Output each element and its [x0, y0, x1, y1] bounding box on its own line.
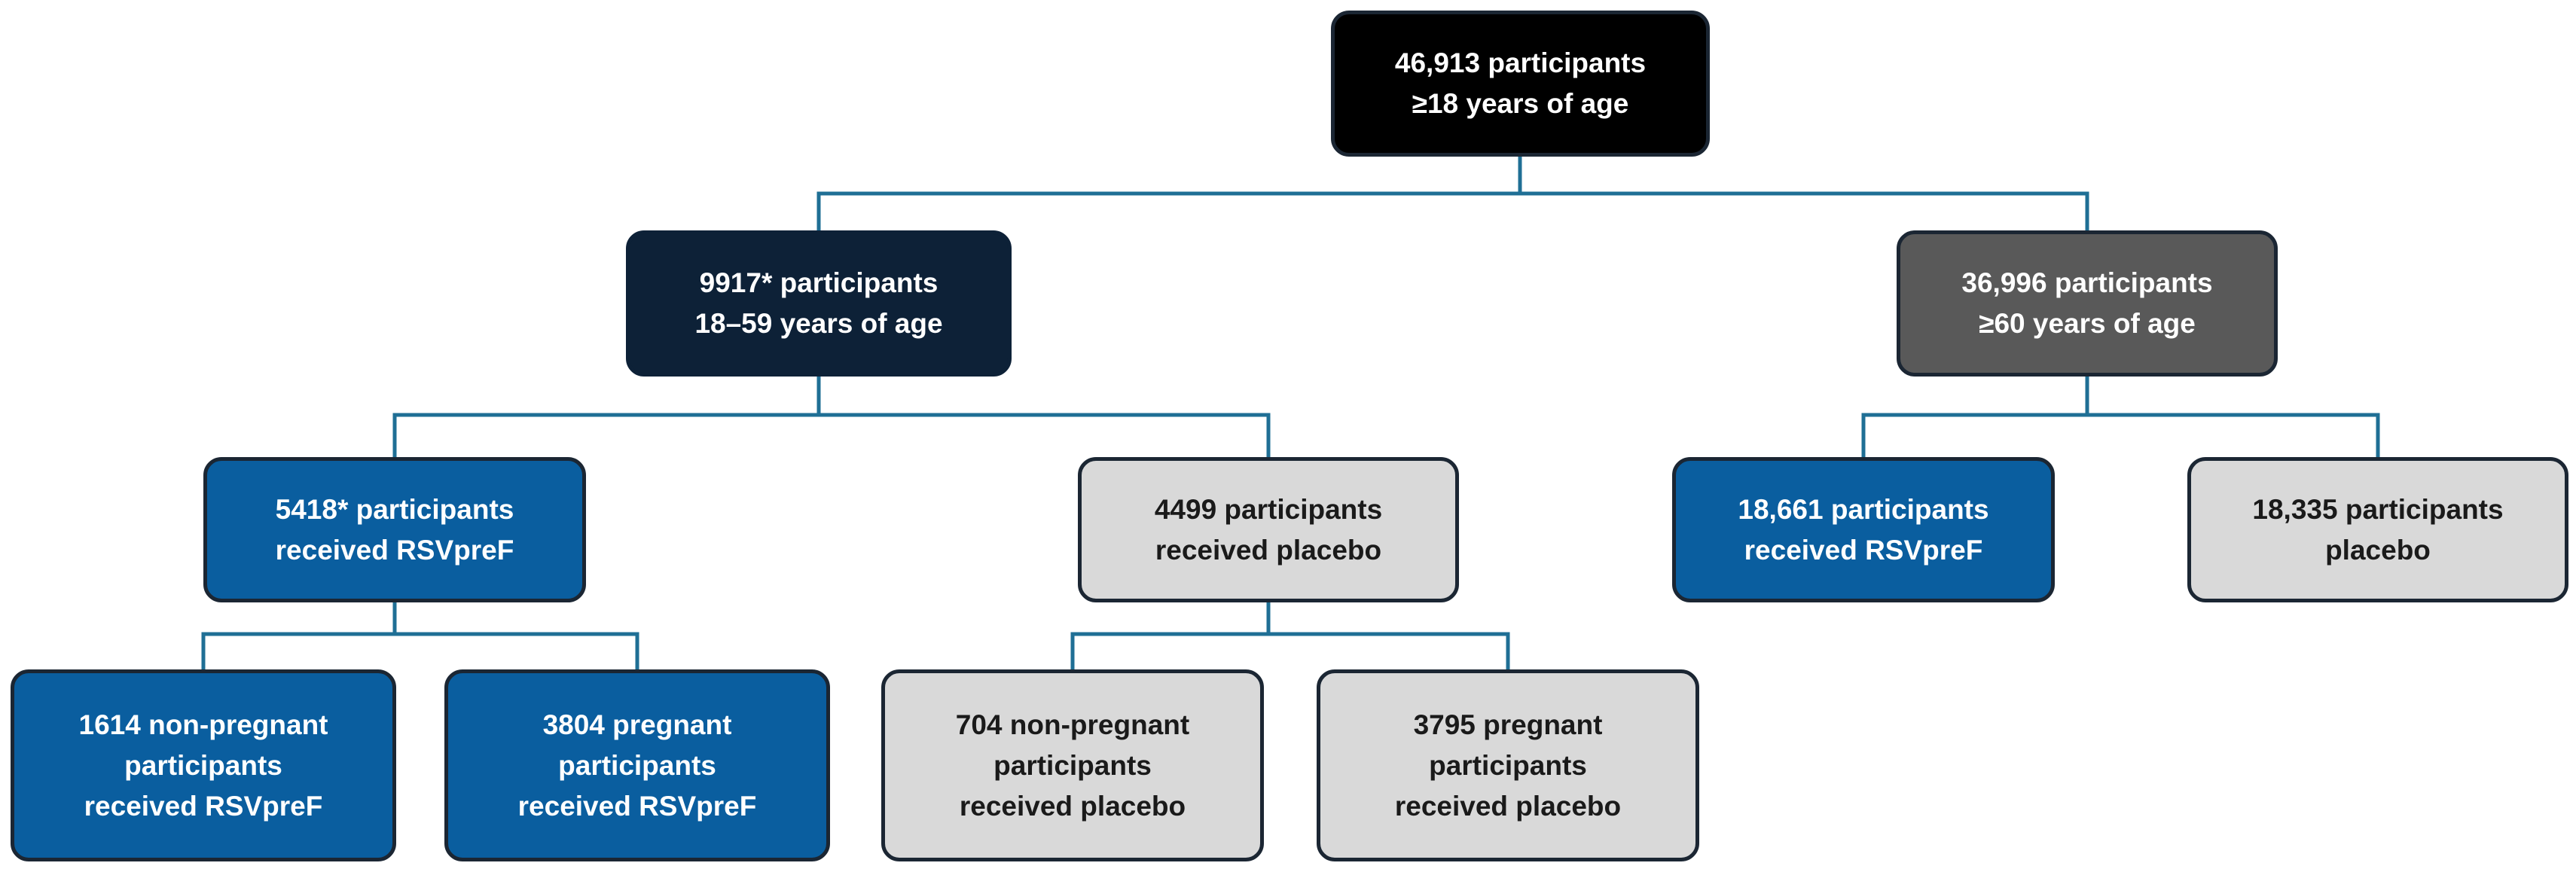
- node-line: received RSVpreF: [275, 534, 514, 566]
- node-line: 3804 pregnant: [542, 709, 732, 740]
- node-age-18-59: 9917* participants 18–59 years of age: [626, 230, 1012, 377]
- node-line: participants: [558, 749, 716, 781]
- node-line: 36,996 participants: [1961, 267, 2213, 298]
- node-nonpregnant-rsvpref: 1614 non-pregnant participants received …: [11, 669, 396, 861]
- node-line: 46,913 participants: [1394, 47, 1647, 78]
- node-line: received RSVpreF: [1744, 534, 1983, 566]
- node-all-participants: 46,913 participants ≥18 years of age: [1331, 11, 1710, 157]
- node-line: 4499 participants: [1154, 493, 1383, 525]
- node-18-59-placebo: 4499 participants received placebo: [1078, 457, 1459, 602]
- node-line: received placebo: [959, 790, 1186, 822]
- node-pregnant-rsvpref: 3804 pregnant participants received RSVp…: [444, 669, 830, 861]
- node-18-59-rsvpref: 5418* participants received RSVpreF: [203, 457, 586, 602]
- node-pregnant-placebo: 3795 pregnant participants received plac…: [1317, 669, 1699, 861]
- node-line: 1614 non-pregnant: [78, 709, 328, 740]
- node-line: ≥18 years of age: [1412, 88, 1629, 119]
- node-age-60-plus: 36,996 participants ≥60 years of age: [1897, 230, 2278, 377]
- node-line: placebo: [2325, 534, 2431, 566]
- node-line: 9917* participants: [699, 267, 939, 298]
- node-line: 18,335 participants: [2252, 493, 2504, 525]
- node-line: 18,661 participants: [1738, 493, 1989, 525]
- node-line: 5418* participants: [275, 493, 514, 525]
- node-line: participants: [124, 749, 282, 781]
- node-line: participants: [993, 749, 1152, 781]
- node-60-plus-rsvpref: 18,661 participants received RSVpreF: [1672, 457, 2055, 602]
- node-line: 18–59 years of age: [694, 308, 943, 339]
- node-line: 3795 pregnant: [1413, 709, 1603, 740]
- node-line: participants: [1429, 749, 1587, 781]
- node-line: received placebo: [1155, 534, 1382, 566]
- node-line: received RSVpreF: [84, 790, 323, 822]
- node-line: received RSVpreF: [517, 790, 757, 822]
- node-nonpregnant-placebo: 704 non-pregnant participants received p…: [881, 669, 1264, 861]
- node-line: 704 non-pregnant: [955, 709, 1190, 740]
- node-60-plus-placebo: 18,335 participants placebo: [2187, 457, 2568, 602]
- node-line: received placebo: [1394, 790, 1622, 822]
- node-line: ≥60 years of age: [1979, 308, 2196, 339]
